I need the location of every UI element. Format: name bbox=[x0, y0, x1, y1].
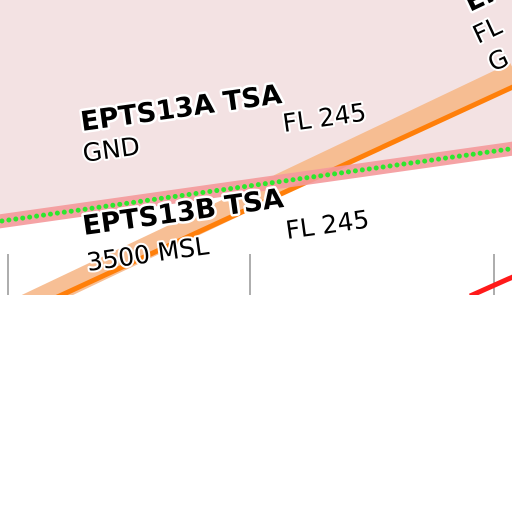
map-tile: EPTS13A TSA GND FL 245 EPTS13B TSA 3500 … bbox=[0, 0, 512, 295]
tsa-boundary-line-orange bbox=[55, 84, 512, 295]
airspace-boundary-red bbox=[468, 274, 512, 295]
tsa-boundary-band-orange bbox=[21, 63, 512, 295]
airspace-upper-limit-label: FL 245 bbox=[284, 205, 371, 245]
route-dotted-green bbox=[0, 146, 512, 224]
